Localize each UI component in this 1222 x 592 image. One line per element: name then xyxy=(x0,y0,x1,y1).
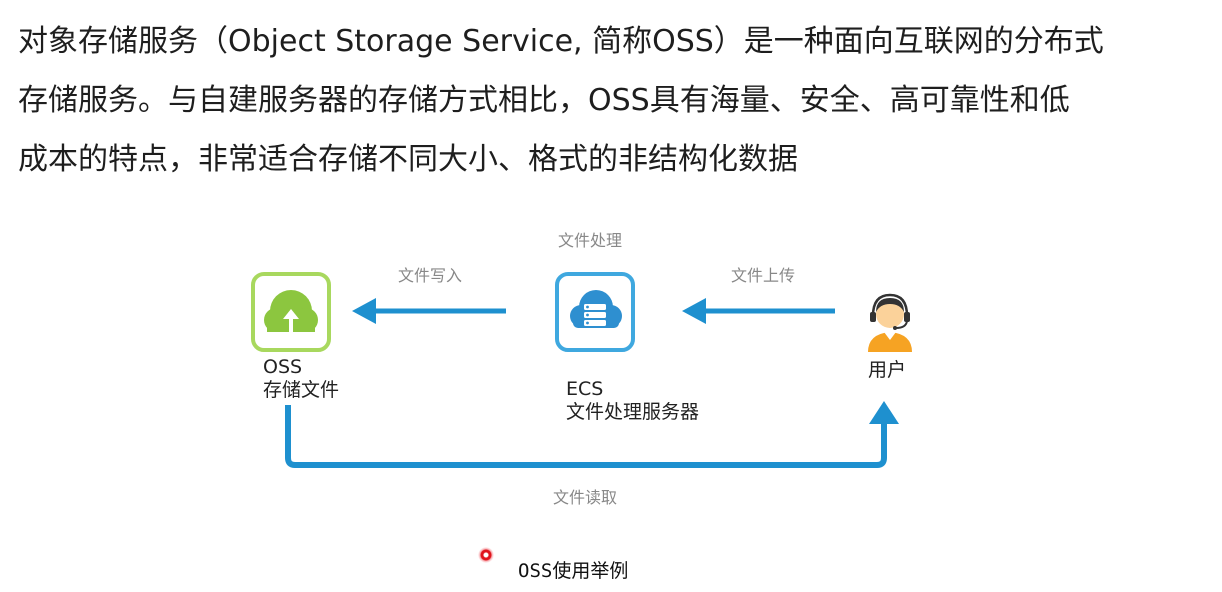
ecs-subtitle: 文件处理服务器 xyxy=(566,401,700,423)
green-cloud-upload-icon xyxy=(264,290,318,332)
diagram-caption: OSS使用举例 xyxy=(518,560,629,582)
write-arrow xyxy=(352,298,506,324)
oss-node-label: OSS 存储文件 xyxy=(263,356,339,402)
file-processing-label: 文件处理 xyxy=(558,231,623,250)
oss-title: OSS xyxy=(263,356,303,378)
read-arrow xyxy=(285,401,899,468)
file-upload-label: 文件上传 xyxy=(731,266,796,285)
ecs-title: ECS xyxy=(566,378,604,400)
headset-user-icon xyxy=(868,293,912,352)
ecs-node-label: ECS 文件处理服务器 xyxy=(566,378,699,424)
intro-line-3: 成本的特点，非常适合存储不同大小、格式的非结构化数据 xyxy=(18,142,798,177)
ecs-icon-box xyxy=(555,272,635,352)
file-read-label: 文件读取 xyxy=(553,488,618,507)
user-node-label: 用户 xyxy=(868,359,907,381)
red-pointer-dot-icon xyxy=(478,547,494,563)
upload-arrow xyxy=(682,298,835,324)
oss-subtitle: 存储文件 xyxy=(263,379,340,401)
file-write-label: 文件写入 xyxy=(398,266,463,285)
intro-paragraph: 对象存储服务（Object Storage Service, 简称OSS）是一种… xyxy=(18,12,1214,189)
blue-cloud-server-icon xyxy=(570,290,622,328)
oss-icon-box xyxy=(251,272,331,352)
intro-line-1: 对象存储服务（Object Storage Service, 简称OSS）是一种… xyxy=(18,24,1104,59)
intro-line-2: 存储服务。与自建服务器的存储方式相比，OSS具有海量、安全、高可靠性和低 xyxy=(18,83,1070,118)
